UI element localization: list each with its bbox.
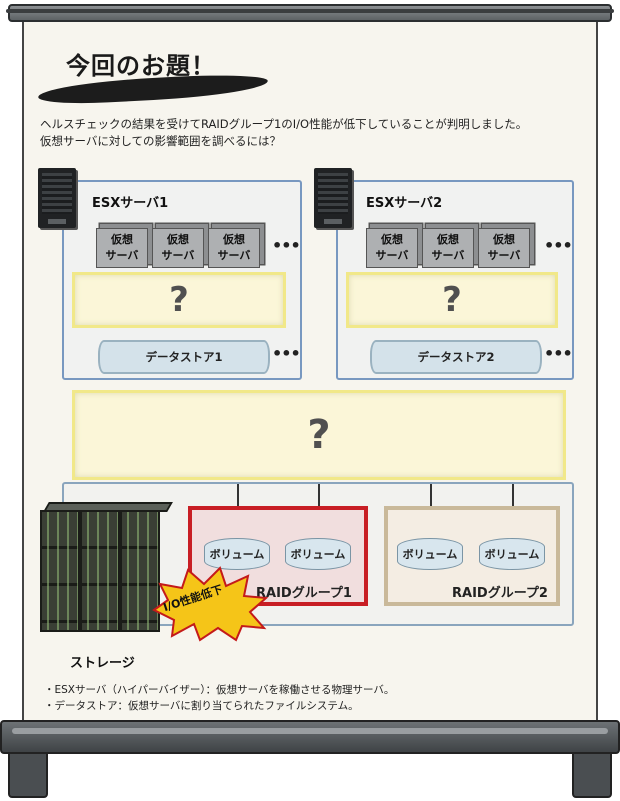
note-esx: ・ESXサーバ（ハイパーバイザー）：仮想サーバを稼働させる物理サーバ。 <box>44 684 395 696</box>
raid-2-volume-2: ボリューム <box>479 538 545 570</box>
vm-2-2: 仮想サーバ <box>422 228 474 268</box>
raid-group-2-label: RAIDグループ2 <box>452 586 548 601</box>
stand-bottom-bar <box>0 720 620 754</box>
stand-top-bar <box>6 4 614 22</box>
raid-group-1-label: RAIDグループ1 <box>256 586 352 601</box>
vm-2-ellipsis: ••• <box>544 236 573 255</box>
datastore-2-ellipsis: ••• <box>544 344 573 363</box>
middle-unknown-layer: ? <box>72 390 566 480</box>
middle-question-mark: ? <box>307 412 331 458</box>
connector-line <box>512 484 514 526</box>
storage-label: ストレージ <box>70 656 135 671</box>
question-text: ヘルスチェックの結果を受けてRAIDグループ1のI/O性能が低下していることが判… <box>40 116 527 150</box>
note-datastore: ・データストア：仮想サーバに割り当てられたファイルシステム。 <box>44 700 359 712</box>
esx-2-question-mark: ? <box>442 280 462 320</box>
stand-foot-left <box>8 752 48 798</box>
question-line-1: ヘルスチェックの結果を受けてRAIDグループ1のI/O性能が低下していることが判… <box>40 117 528 131</box>
vm-1-ellipsis: ••• <box>272 236 301 255</box>
esx-1-unknown-layer: ? <box>72 272 286 328</box>
connector-line <box>237 484 239 526</box>
esx-server-1-label: ESXサーバ1 <box>92 196 169 211</box>
raid-1-volume-2: ボリューム <box>285 538 351 570</box>
esx-1-question-mark: ? <box>169 280 189 320</box>
question-line-2: 仮想サーバに対しての影響範囲を調べるには？ <box>40 134 282 148</box>
connector-line <box>430 484 432 526</box>
esx-server-1-tower-icon <box>38 168 76 228</box>
alert-burst-icon <box>152 566 269 642</box>
raid-1-volume-1: ボリューム <box>204 538 270 570</box>
datastore-1: データストア1 <box>98 340 270 374</box>
esx-server-2-label: ESXサーバ2 <box>366 196 443 211</box>
datastore-1-ellipsis: ••• <box>272 344 301 363</box>
connector-line <box>318 484 320 526</box>
vm-2-3: 仮想サーバ <box>478 228 530 268</box>
esx-server-2-tower-icon <box>314 168 352 228</box>
stand-foot-right <box>572 752 612 798</box>
vm-1-1: 仮想サーバ <box>96 228 148 268</box>
vm-1-3: 仮想サーバ <box>208 228 260 268</box>
esx-2-unknown-layer: ? <box>346 272 558 328</box>
raid-2-volume-1: ボリューム <box>397 538 463 570</box>
vm-2-1: 仮想サーバ <box>366 228 418 268</box>
page-title: 今回のお題！ <box>66 52 216 80</box>
notes: ・ESXサーバ（ハイパーバイザー）：仮想サーバを稼働させる物理サーバ。 ・データ… <box>44 682 394 714</box>
vm-1-2: 仮想サーバ <box>152 228 204 268</box>
datastore-2: データストア2 <box>370 340 542 374</box>
